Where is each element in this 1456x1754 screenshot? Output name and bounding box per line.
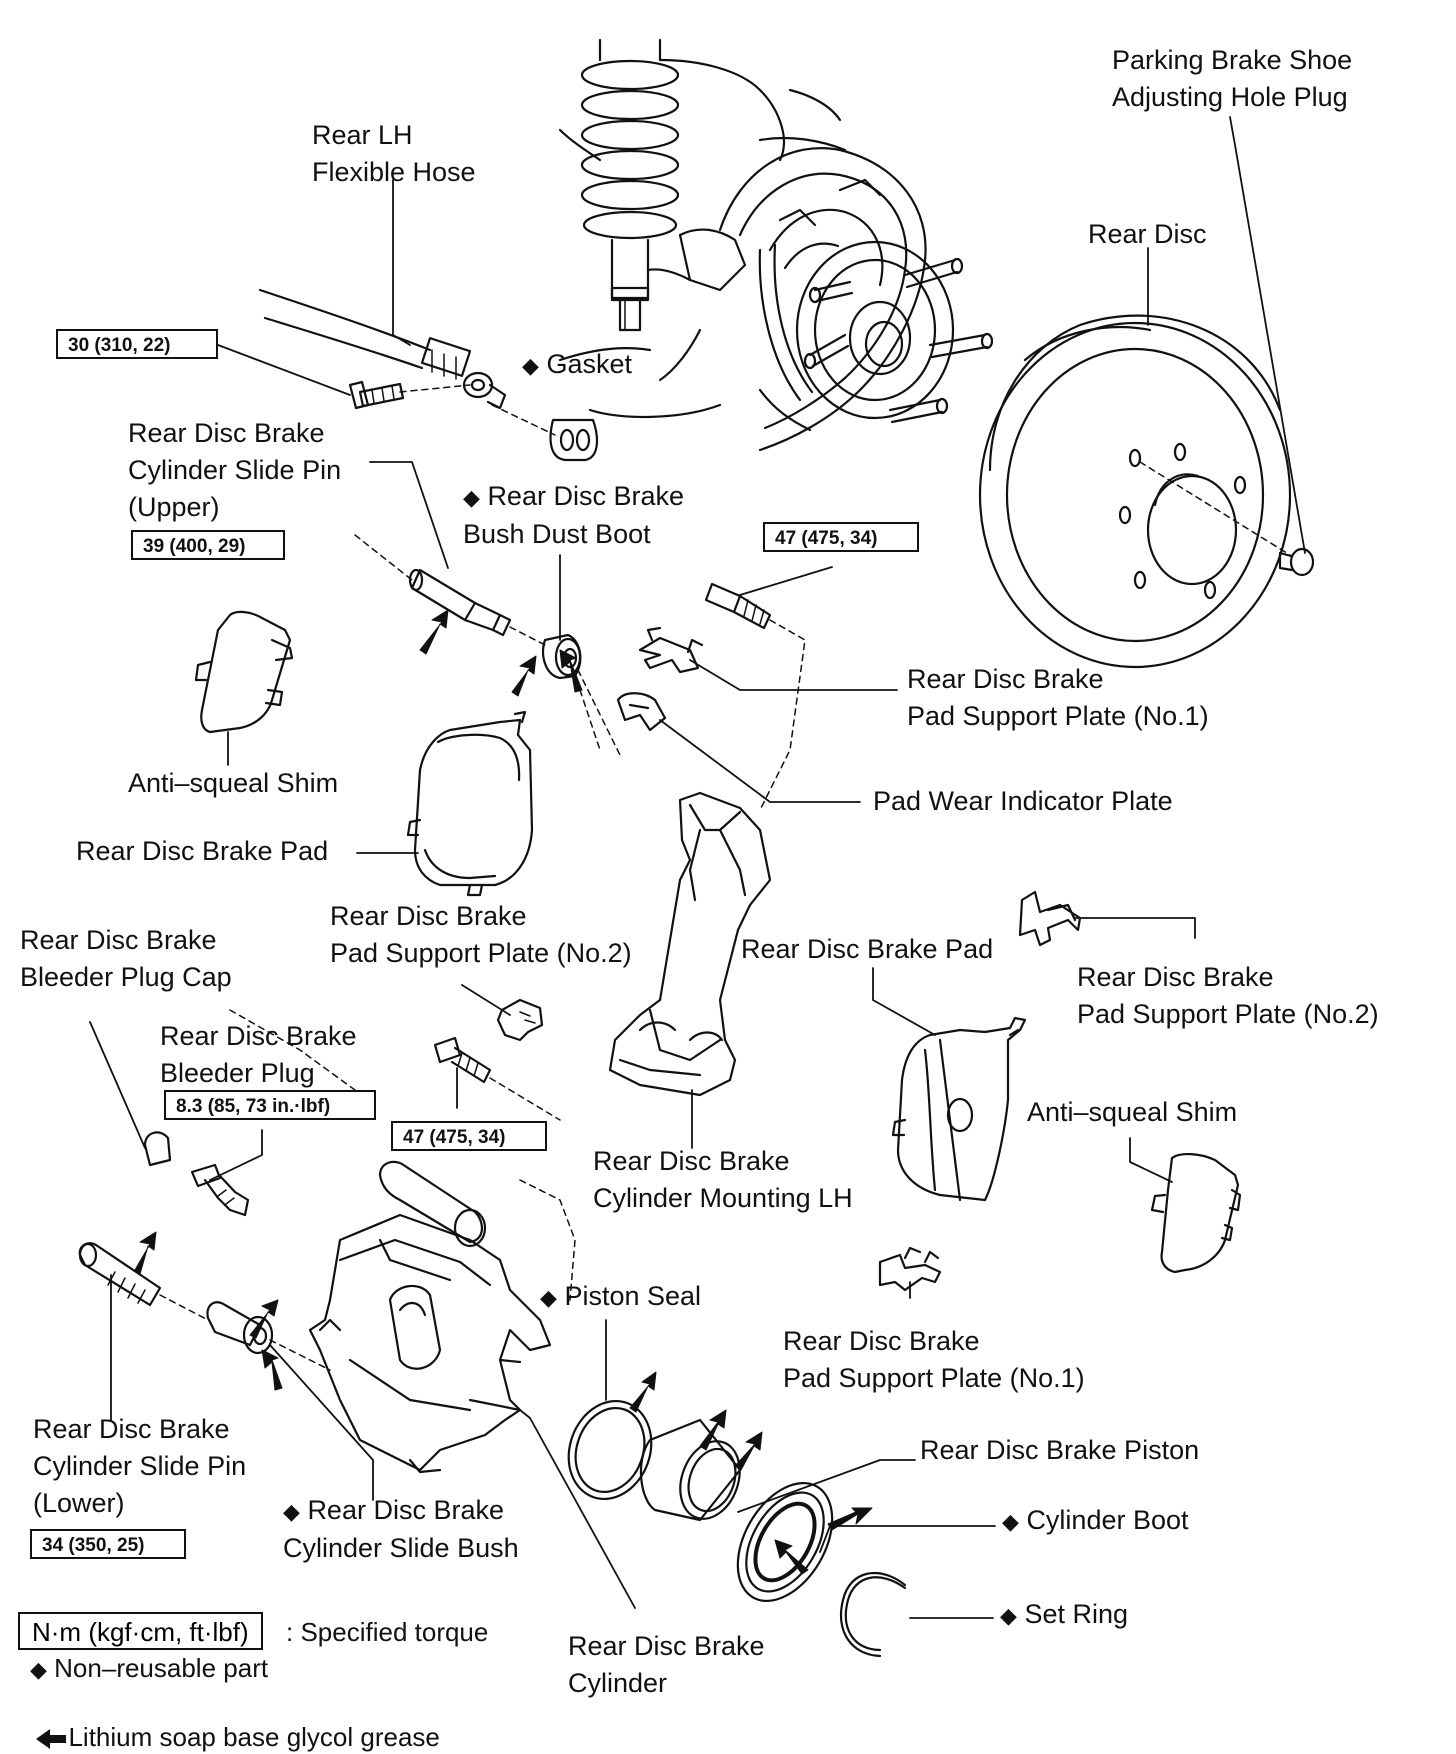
label-rear-disc-brake-piston: Rear Disc Brake Piston: [920, 1435, 1200, 1465]
anti-squeal-shim-left-drawing: [194, 610, 294, 734]
arrow-left-icon: [36, 1729, 67, 1750]
label-brake-pad-left: Rear Disc Brake Pad: [76, 836, 329, 866]
leader-lines: [89, 116, 1306, 1619]
legend-grease: Lithium soap base glycol grease: [20, 1686, 440, 1754]
legend-torque-units: N·m (kgf·cm, ft·lbf): [18, 1612, 263, 1650]
label-cylinder-mounting-lh: Rear Disc Brake Cylinder Mounting LH: [593, 1146, 853, 1213]
legend-grease-text: Lithium soap base glycol grease: [68, 1722, 440, 1752]
non-reusable-diamond-icon: ◆: [1002, 1509, 1019, 1534]
label-piston-seal-text: Piston Seal: [564, 1281, 702, 1311]
label-pad-support-no1-bottom: Rear Disc Brake Pad Support Plate (No.1): [783, 1326, 1085, 1393]
cylinder-boot-drawing: [736, 1481, 834, 1603]
non-reusable-diamond-icon: ◆: [463, 485, 480, 510]
slide-pin-upper-drawing: [354, 534, 621, 756]
label-cylinder-boot-text: Cylinder Boot: [1026, 1505, 1189, 1535]
non-reusable-diamond-icon: ◆: [540, 1285, 557, 1310]
bleeder-plug-drawing: [143, 1009, 356, 1217]
cylinder-mounting-drawing: [608, 791, 772, 1097]
non-reusable-diamond-icon: ◆: [283, 1499, 300, 1524]
legend-non-reusable: ◆ Non–reusable part: [30, 1651, 268, 1687]
label-cylinder-slide-bush: ◆ Rear Disc Brake Cylinder Slide Bush: [283, 1492, 519, 1567]
legend-non-reusable-text: Non–reusable part: [54, 1653, 269, 1683]
label-bleeder-plug: Rear Disc Brake Bleeder Plug: [160, 1021, 357, 1088]
label-bush-dust-boot-text: Rear Disc Brake Bush Dust Boot: [463, 481, 684, 549]
label-rear-lh-flexible-hose: Rear LH Flexible Hose: [312, 120, 476, 187]
label-rear-disc-brake-cylinder: Rear Disc Brake Cylinder: [568, 1631, 765, 1698]
pad-wear-indicator-drawing: [616, 692, 667, 732]
slide-pin-lower-drawing: [78, 1242, 331, 1371]
set-ring-drawing: [839, 1571, 907, 1658]
anti-squeal-shim-right-drawing: [1150, 1153, 1242, 1274]
label-bleeder-plug-cap: Rear Disc Brake Bleeder Plug Cap: [20, 925, 232, 992]
label-pad-support-no2-mid: Rear Disc Brake Pad Support Plate (No.2): [330, 901, 632, 968]
torque-box-slide-pin-lower: 34 (350, 25): [30, 1529, 186, 1559]
label-parking-brake-plug: Parking Brake Shoe Adjusting Hole Plug: [1112, 45, 1353, 112]
label-set-ring-text: Set Ring: [1024, 1599, 1128, 1629]
brake-cylinder-drawing: [308, 1160, 576, 1474]
brake-pad-left-drawing: [406, 710, 534, 897]
pad-support-plate-no2-right-drawing: [1018, 890, 1082, 947]
label-pad-support-no2-right: Rear Disc Brake Pad Support Plate (No.2): [1077, 962, 1379, 1029]
pad-support-plate-no1-top-drawing: [638, 626, 704, 674]
label-slide-pin-upper: Rear Disc Brake Cylinder Slide Pin (Uppe…: [128, 418, 342, 522]
pad-support-plate-no1-bottom-drawing: [878, 1246, 942, 1292]
label-pad-wear-indicator: Pad Wear Indicator Plate: [873, 786, 1173, 816]
non-reusable-diamond-icon: ◆: [522, 353, 539, 378]
torque-box-bleeder-plug: 8.3 (85, 73 in.·lbf): [164, 1090, 376, 1120]
torque-box-slide-pin-upper: 39 (400, 29): [131, 530, 285, 560]
mounting-bolt-mid-drawing: [433, 1036, 561, 1121]
non-reusable-diamond-icon: ◆: [1000, 1603, 1017, 1628]
label-cylinder-boot: ◆ Cylinder Boot: [1002, 1502, 1189, 1540]
label-anti-squeal-shim-right: Anti–squeal Shim: [1027, 1097, 1238, 1127]
grease-arrows: [134, 609, 873, 1575]
legend-torque-desc: : Specified torque: [286, 1617, 489, 1647]
rear-disc-drawing: [978, 314, 1315, 669]
torque-box-mounting-bolt-top: 47 (475, 34): [763, 522, 919, 552]
label-piston-seal: ◆ Piston Seal: [540, 1278, 701, 1316]
label-bush-dust-boot: ◆ Rear Disc Brake Bush Dust Boot: [463, 478, 684, 553]
torque-box-mounting-bolt-mid: 47 (475, 34): [391, 1121, 547, 1151]
label-set-ring: ◆ Set Ring: [1000, 1596, 1128, 1634]
label-anti-squeal-shim-left: Anti–squeal Shim: [128, 768, 339, 798]
label-rear-disc: Rear Disc: [1088, 219, 1207, 249]
label-slide-pin-lower: Rear Disc Brake Cylinder Slide Pin (Lowe…: [33, 1414, 247, 1518]
strut-assembly-drawing: [558, 38, 994, 452]
label-brake-pad-right: Rear Disc Brake Pad: [741, 934, 994, 964]
label-gasket: ◆ Gasket: [522, 346, 632, 384]
piston-drawing: [639, 1418, 742, 1522]
torque-box-hose-bolt: 30 (310, 22): [56, 329, 218, 359]
diamond-icon: ◆: [30, 1657, 47, 1682]
label-cylinder-slide-bush-text: Rear Disc Brake Cylinder Slide Bush: [283, 1495, 519, 1563]
pad-support-plate-no2-mid-drawing: [496, 998, 544, 1042]
mounting-bolt-top-drawing: [704, 582, 806, 811]
label-gasket-text: Gasket: [546, 349, 632, 379]
flexible-hose-drawing: [258, 288, 599, 462]
label-pad-support-no1-top: Rear Disc Brake Pad Support Plate (No.1): [907, 664, 1209, 731]
brake-pad-right-drawing: [891, 1016, 1027, 1202]
